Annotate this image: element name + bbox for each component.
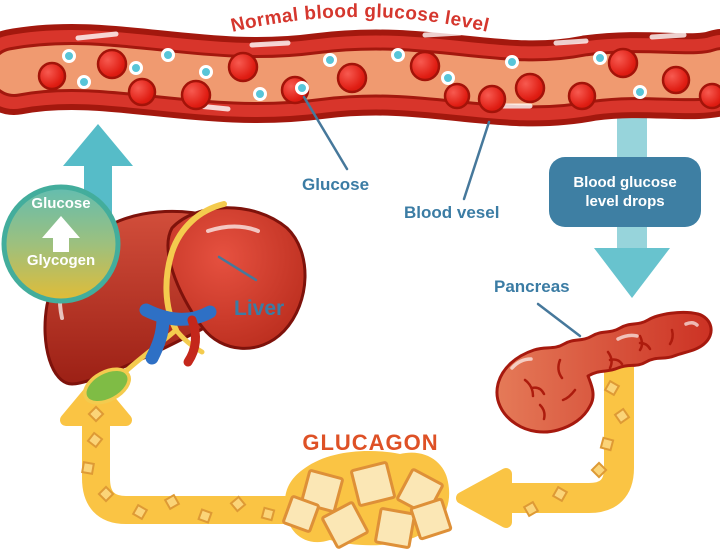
glucose-dot	[62, 49, 76, 63]
badge-glycogen-text: Glycogen	[26, 252, 96, 269]
glucagon-diamond	[522, 500, 540, 518]
glucose-dots	[62, 48, 647, 101]
red-blood-cells	[37, 47, 720, 114]
glucose-dot-callout-target	[295, 81, 309, 95]
blood-vessel-illustration	[0, 24, 720, 127]
gallbladder-illustration	[83, 367, 131, 405]
glucagon-diamond	[260, 506, 276, 522]
badge-up-arrow-shaft	[53, 236, 69, 252]
glucagon-diamond	[374, 507, 416, 549]
pancreas-label: Pancreas	[494, 277, 570, 296]
glucagon-diamond	[603, 379, 621, 397]
glucagon-diamond	[229, 495, 247, 513]
glucose-dot	[77, 75, 91, 89]
glucagon-diamond	[321, 501, 369, 549]
pancreas-illustration	[495, 310, 713, 434]
glucagon-diamond	[86, 431, 104, 449]
red-blood-cell	[336, 62, 368, 94]
glucagon-diamond	[97, 485, 115, 503]
red-blood-cell	[443, 82, 471, 110]
pancreas-highlights	[510, 320, 699, 370]
glucose-dot	[633, 85, 647, 99]
glucose-dot	[161, 48, 175, 62]
glucose-dot	[441, 71, 455, 85]
glucagon-diamond	[197, 508, 213, 524]
flow-path-right	[508, 345, 634, 513]
callout-line-glucose	[302, 95, 349, 171]
glucagon-diamond	[590, 461, 608, 479]
red-blood-cell	[661, 65, 691, 95]
glucose-dot	[253, 87, 267, 101]
yellow-left-arrow-icon	[456, 468, 512, 528]
glucose-dot	[505, 55, 519, 69]
liver-label: Liver	[234, 297, 285, 320]
glucagon-diamond	[409, 497, 453, 541]
vessel-highlights	[75, 30, 687, 112]
glucagon-diamond	[131, 503, 149, 521]
hepatic-artery	[183, 315, 200, 367]
glucose-dot	[323, 53, 337, 67]
badge-glucose-text: Glucose	[31, 195, 91, 212]
flow-path-left	[82, 418, 298, 524]
glucose-label: Glucose	[302, 175, 370, 194]
badge-up-arrow-icon	[42, 216, 80, 238]
glucagon-diamond	[613, 407, 631, 425]
glucose-dot	[391, 48, 405, 62]
glucagon-cluster	[282, 450, 453, 549]
red-blood-cell	[180, 79, 212, 111]
drop-box-line1: Blood glucose	[573, 173, 677, 191]
small-glucagon-diamonds	[81, 379, 631, 524]
blood-vessel-label: Blood vesel	[404, 203, 500, 222]
callout-lines	[217, 95, 582, 338]
glucagon-diamond	[87, 405, 105, 423]
red-blood-cell	[96, 48, 128, 80]
red-blood-cell	[227, 51, 259, 83]
red-blood-cell	[567, 81, 597, 111]
red-blood-cell	[607, 47, 639, 79]
callout-line-liver	[217, 255, 258, 282]
red-blood-cell	[514, 72, 546, 104]
pancreas-body	[495, 310, 713, 434]
red-blood-cell	[698, 82, 720, 110]
glucose-dot	[129, 61, 143, 75]
blood-glucose-drops-box: Blood glucose level drops	[549, 157, 701, 227]
glucagon-diamond	[551, 485, 569, 503]
drop-box-line2: level drops	[585, 193, 665, 210]
portal-vein	[145, 311, 170, 365]
callout-line-blood-vessel	[462, 120, 491, 201]
glucose-dot	[199, 65, 213, 79]
red-blood-cell	[127, 77, 157, 107]
red-blood-cell	[477, 84, 507, 114]
liver-vessels	[139, 303, 217, 367]
glucose-dot	[593, 51, 607, 65]
callout-line-pancreas	[536, 302, 582, 338]
glucagon-diamond	[350, 461, 396, 507]
pancreas-veins	[523, 328, 674, 421]
glucagon-diamond	[163, 493, 181, 511]
glucagon-diamond	[282, 495, 320, 533]
glucagon-label: GLUCAGON	[302, 430, 439, 455]
glucagon-diamond	[599, 436, 615, 452]
glucagon-diamond	[81, 461, 95, 475]
red-blood-cell	[37, 61, 67, 91]
glucose-glycogen-badge	[1, 184, 121, 304]
big-glucagon-diamonds	[282, 461, 453, 549]
red-blood-cell	[409, 50, 441, 82]
portal-vein	[139, 303, 217, 326]
glucagon-flow-path	[60, 345, 634, 528]
